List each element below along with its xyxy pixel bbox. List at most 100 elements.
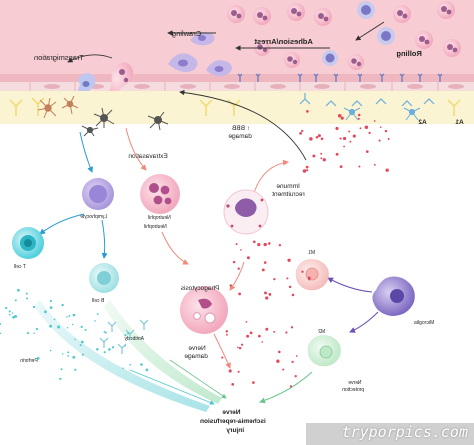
phagocytosis-label: Phagocytosis [180,285,219,292]
particle-dot [306,169,309,172]
particle-dot [238,292,242,296]
leukocyte [314,8,332,26]
particle-dot [221,356,224,359]
antibody-label: Antibody [124,336,144,342]
particle-dot [35,327,39,331]
particle-dot [352,134,356,138]
nerve-protection-label: Nerve [348,380,362,386]
particle-dot [80,340,84,344]
particle-dot [246,256,250,260]
particle-dot [245,321,248,323]
particle-dot [282,368,285,371]
particle-dot [103,351,106,354]
particle-dot [8,310,11,313]
glia-limitans [0,91,474,137]
particle-dot [252,240,256,244]
particle-dot [343,145,346,148]
particle-dot [339,165,343,169]
particle-dot [238,346,242,350]
bbb-damage-label: ↑ BBB [232,125,250,132]
immune-recruitment-label-2: recruitment [272,191,305,198]
astrocyte [147,111,169,131]
particle-dot [235,243,238,246]
bbb-damage-label-2: damage [228,133,252,140]
neutrophil-cell [140,174,180,214]
particle-dot [258,334,261,338]
particle-dot [74,338,76,341]
inflammatory-particles [221,110,390,388]
particle-dot [33,332,35,334]
neutrophil-inner-label: Neutrophil [148,215,171,221]
leukocyte [322,50,338,66]
a2-label: A2 [418,119,427,126]
particle-dot [339,137,342,140]
particle-dot [294,375,297,378]
antibody-arrow [169,359,227,399]
nerve-damage-label: Nerve [188,345,206,352]
particle-dot [237,267,240,270]
particle-dot [60,368,63,371]
particle-dot [72,355,76,359]
m1-label: M1 [308,250,315,256]
particle-dot [359,127,362,130]
particle-dot [61,303,64,307]
crawling-cells [168,32,232,77]
neutrophil-label: Neutrophil [144,224,167,230]
particle-dot [305,165,309,169]
particle-dot [111,346,115,349]
particle-dot [273,277,276,281]
particle-dot [295,355,298,357]
astrocyte [81,125,99,137]
particle-dot [373,163,376,166]
particle-dot [96,313,99,315]
particle-dot [387,137,390,141]
particle-dot [80,325,83,329]
t-cell-label: T cell [14,264,26,270]
activated-neutrophil [223,189,269,235]
particle-dot [278,244,282,247]
particle-dot [145,368,149,372]
particle-dot [278,350,281,354]
microglia-cell [372,276,415,316]
particle-dot [286,277,289,280]
particle-dot [288,285,292,289]
particle-dot [84,328,87,332]
particle-dot [0,323,2,326]
particle-dot [267,242,271,245]
particle-dot [124,345,126,347]
particle-dot [252,381,255,384]
extravasation-arrow-salmon [125,127,147,171]
injury-label-1: Nerve [222,409,240,416]
nerve-protection-label-2: protection [342,387,364,393]
leukocyte [443,39,461,57]
particle-dot [289,385,293,388]
extravasation-arrow-blue [79,131,93,173]
particle-dot [94,320,96,322]
particle-dot [273,330,276,333]
particle-dot [368,131,371,135]
particle-dot [225,330,229,333]
endothelium [0,82,474,91]
particle-dot [81,353,84,356]
particle-dot [103,330,106,333]
phagocyte-cell [180,286,228,334]
rolling-label: Rolling [396,49,422,58]
particle-dot [337,114,342,118]
leukocyte [253,7,271,25]
leukocyte [357,1,375,19]
particle-dot [79,344,82,347]
particle-dot [285,331,288,334]
particle-dot [276,359,280,363]
particle-dot [340,116,344,120]
particle-dot [240,249,242,251]
particle-dot [364,125,369,130]
particle-dot [317,134,321,138]
particle-dot [32,305,36,309]
particle-dot [68,314,71,317]
particle-dot [385,168,389,172]
particle-dot [264,291,267,295]
particle-dot [301,270,304,273]
particle-dot [291,293,295,297]
transmigration-arrow [67,54,113,63]
